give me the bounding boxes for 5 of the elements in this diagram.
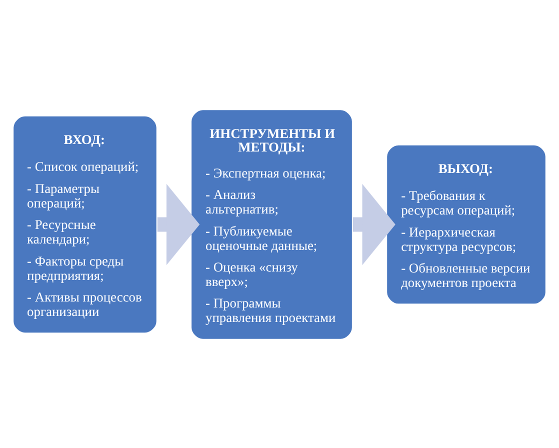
node-box: ИНСТРУМЕНТЫ И МЕТОДЫ: - Экспертная оценка; - Анализ альтернатив; - Публикуемые оценочные данные; - Оценка «снизу вверх»; - Программы управления проектами (189, 108, 354, 340)
node-box: ВХОД: - Список операций; - Параметры операций; - Ресурсные календари; - Факторы среды предприятия; - Активы процессов организации (12, 114, 158, 334)
arrow (353, 183, 396, 265)
node-box: ВЫХОД: - Требования к ресурсам операций; - Иерархическая структура ресурсов; - Обновленные версии документов проекта (385, 142, 548, 306)
arrow (157, 183, 200, 265)
